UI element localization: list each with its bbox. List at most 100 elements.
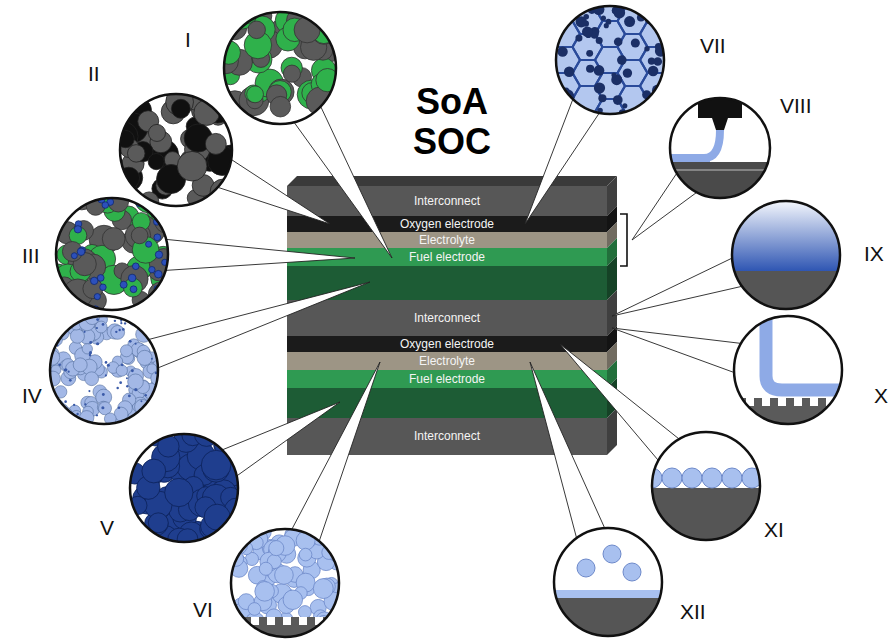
- substrate: [734, 406, 842, 460]
- particle: [594, 65, 605, 76]
- substrate-rib: [754, 398, 762, 407]
- grain-boundary: [505, 99, 535, 125]
- particle: [137, 316, 139, 318]
- particle: [110, 95, 131, 116]
- callout-number: VII: [700, 34, 726, 58]
- detail-circle: [130, 434, 238, 542]
- particle: [135, 416, 145, 426]
- grain-boundary: [663, 60, 693, 86]
- grain-boundary: [595, 151, 625, 177]
- particle: [171, 99, 190, 118]
- particle: [120, 322, 122, 324]
- grain-boundary: [483, 34, 513, 60]
- layer-fill: [287, 186, 607, 216]
- particle: [154, 234, 161, 241]
- particle: [47, 402, 62, 417]
- substrate-rib: [770, 398, 778, 407]
- callout-number: IV: [22, 384, 42, 408]
- leader-lines: [104, 60, 788, 583]
- particle: [73, 404, 75, 406]
- grain-boundary: [573, 112, 603, 138]
- coating: [766, 316, 842, 390]
- particle: [598, 94, 606, 102]
- particle: [149, 266, 155, 272]
- particle: [70, 329, 84, 343]
- layer-label: Electrolyte: [287, 232, 607, 248]
- particle: [586, 50, 593, 57]
- substrate-notch: [331, 617, 339, 625]
- particle: [322, 522, 340, 540]
- detail-circle: [231, 529, 339, 637]
- particle: [140, 410, 154, 424]
- substrate: [652, 488, 760, 542]
- grain-boundary: [640, 21, 670, 47]
- particle: [96, 414, 98, 416]
- layer-band: Interconnect: [287, 300, 607, 336]
- particle: [82, 344, 92, 354]
- particle: [294, 17, 320, 43]
- particle: [56, 409, 58, 411]
- grain-boundary: [573, 138, 603, 164]
- detail-circle: [556, 6, 664, 114]
- particle: [275, 566, 294, 585]
- layer-label: Oxygen electrode: [287, 336, 607, 352]
- particle: [131, 369, 134, 372]
- particle: [146, 318, 160, 332]
- particle: [77, 248, 85, 256]
- particle: [102, 393, 105, 396]
- callout-number: III: [22, 244, 40, 268]
- particle: [594, 82, 605, 93]
- grain-boundary: [550, 151, 580, 177]
- title: SoA SOC: [392, 82, 512, 162]
- particle: [89, 354, 92, 357]
- particle: [140, 400, 142, 402]
- particle: [119, 381, 122, 384]
- particle: [54, 403, 69, 418]
- particle: [648, 57, 655, 64]
- substrate-rib: [818, 398, 826, 407]
- layer-band: Electrolyte: [287, 352, 607, 370]
- particle: [151, 358, 153, 360]
- particle: [147, 364, 157, 374]
- grain-boundary: [618, 138, 648, 164]
- grain-boundary: [528, 0, 558, 8]
- particle: [96, 318, 99, 321]
- microstructure: [642, 432, 762, 542]
- particle: [702, 468, 722, 488]
- particle: [127, 431, 147, 451]
- graded-coating: [732, 201, 840, 271]
- particle: [255, 582, 275, 602]
- layer-fill: [287, 352, 607, 370]
- grain-boundary: [685, 73, 715, 99]
- coating: [554, 590, 662, 598]
- layer-label: Interconnect: [287, 300, 607, 336]
- particle: [662, 468, 682, 488]
- particle: [177, 151, 207, 181]
- particle: [76, 413, 78, 415]
- layer-label: Fuel electrode: [287, 370, 607, 388]
- particle: [208, 193, 228, 213]
- particle: [50, 318, 62, 330]
- grain-boundary: [708, 0, 738, 8]
- layer-fill: [287, 370, 607, 388]
- particle: [248, 603, 261, 616]
- particle: [84, 331, 86, 333]
- substrate-notch: [267, 617, 275, 625]
- circle-ground: [556, 6, 664, 114]
- layer-band: Electrolyte: [287, 232, 607, 248]
- particle: [135, 343, 137, 345]
- particle: [118, 406, 121, 409]
- grain-boundary: [708, 60, 738, 86]
- microstructure: [734, 316, 842, 460]
- particle: [259, 562, 272, 575]
- particle: [120, 281, 127, 288]
- grain-boundary: [528, 86, 558, 112]
- particle: [151, 417, 163, 429]
- particle: [153, 420, 155, 422]
- grain-boundary: [550, 125, 580, 151]
- detail-circle: [652, 432, 760, 540]
- grain-boundary: [528, 164, 558, 190]
- particle: [97, 275, 104, 282]
- particle: [319, 104, 348, 133]
- particle: [132, 263, 139, 270]
